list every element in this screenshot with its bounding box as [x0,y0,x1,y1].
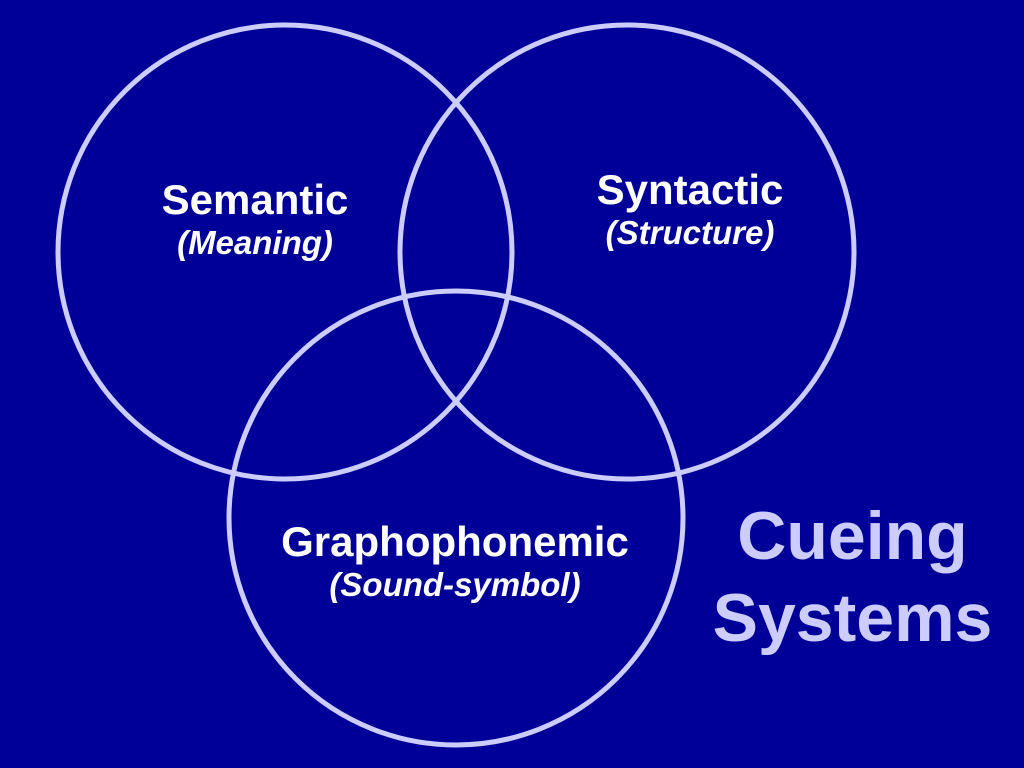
syntactic-circle [397,22,857,482]
syntactic-label: Syntactic (Structure) [540,166,840,252]
graphophonemic-label: Graphophonemic (Sound-symbol) [230,518,680,604]
graphophonemic-subtitle: (Sound-symbol) [329,566,581,604]
graphophonemic-circle [226,288,686,748]
semantic-subtitle: (Meaning) [177,224,333,262]
slide-title: Cueing Systems [680,496,1024,659]
semantic-name: Semantic [161,176,349,223]
title-line-1: Cueing [737,498,968,574]
syntactic-name: Syntactic [596,166,784,213]
semantic-circle [55,22,515,482]
title-line-2: Systems [712,579,993,656]
graphophonemic-name: Graphophonemic [281,518,629,565]
semantic-label: Semantic (Meaning) [105,176,405,262]
syntactic-subtitle: (Structure) [605,214,775,252]
